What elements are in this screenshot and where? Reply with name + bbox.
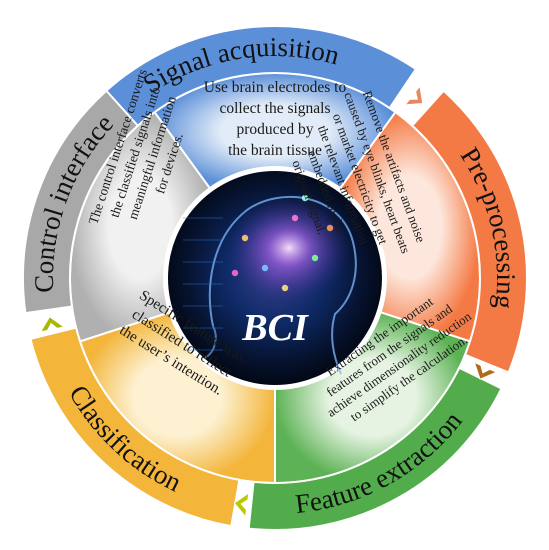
brain-glow — [227, 196, 351, 300]
signal-acquisition-description-line: Use brain electrodes to — [204, 79, 347, 96]
signal-acquisition-description-line: the brain tissue — [228, 142, 322, 159]
band-feature-extraction — [247, 366, 503, 531]
neural-spark — [261, 264, 269, 272]
signal-acquisition-description-line: collect the signals — [219, 100, 330, 117]
neural-spark — [231, 269, 239, 277]
neural-spark — [311, 254, 319, 262]
neural-spark — [291, 214, 299, 222]
neural-spark — [301, 194, 309, 202]
cycle-arrow-icon-1 — [404, 84, 424, 106]
cycle-arrow-icon-2 — [473, 361, 498, 380]
signal-acquisition-description: Use brain electrodes to collect the signa… — [204, 79, 347, 159]
arrow-group — [39, 84, 498, 518]
center-label: BCI — [241, 307, 309, 349]
cycle-arrow-icon-4 — [39, 315, 66, 333]
face-profile-line — [204, 325, 217, 359]
band-signal-acquisition — [75, 25, 418, 154]
band-pre-processing — [410, 89, 528, 374]
head-silhouette-icon — [208, 195, 357, 375]
center-group: BCI — [163, 166, 387, 390]
signal-acquisition-description-line: produced by — [236, 121, 313, 138]
cycle-arrow-icon-3 — [233, 491, 250, 518]
neural-spark — [326, 224, 334, 232]
neural-spark — [241, 234, 249, 242]
outer-band-group — [22, 25, 528, 531]
band-classification — [29, 326, 241, 528]
neural-spark — [281, 284, 289, 292]
band-control-interface — [22, 89, 140, 315]
